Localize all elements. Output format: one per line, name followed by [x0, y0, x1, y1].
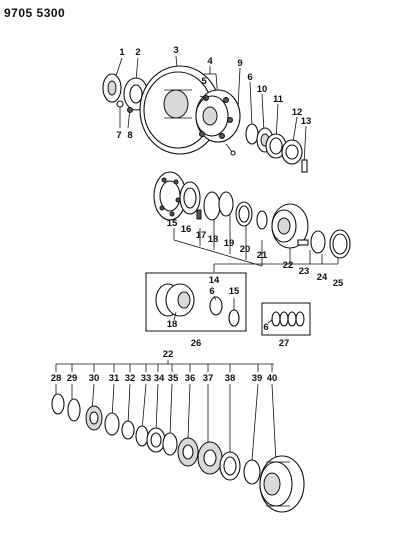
callout-38: 38	[225, 373, 236, 384]
small-washer	[127, 107, 133, 113]
o-ring	[310, 230, 326, 254]
callout-14: 14	[209, 275, 220, 286]
callout-34: 34	[154, 373, 165, 384]
callout-26: 26	[191, 338, 202, 349]
bearing-race	[245, 123, 259, 145]
kit-box-outline	[145, 272, 247, 332]
spacer-ring	[218, 191, 234, 217]
callout-33: 33	[141, 373, 152, 384]
callout-20: 20	[240, 244, 251, 255]
ring-32	[121, 420, 135, 440]
callout-19: 19	[224, 238, 235, 249]
callout-16: 16	[181, 224, 192, 235]
callout-29: 29	[67, 373, 78, 384]
callout-36: 36	[185, 373, 196, 384]
callout-1: 1	[119, 47, 125, 58]
callout-35: 35	[168, 373, 179, 384]
callout-3: 3	[173, 45, 178, 56]
callout-21: 21	[257, 250, 268, 261]
callout-22-kit: 22	[163, 349, 174, 360]
callout-26-18: 18	[167, 319, 178, 330]
callout-26-15: 15	[229, 286, 240, 297]
callout-2: 2	[135, 47, 140, 58]
callout-4: 4	[207, 56, 213, 67]
callout-18: 18	[208, 234, 219, 245]
c-ring	[256, 210, 268, 230]
callout-15: 15	[167, 218, 178, 229]
ring-39	[243, 459, 261, 485]
callout-31: 31	[109, 373, 120, 384]
callout-28: 28	[51, 373, 62, 384]
ring-29	[67, 398, 81, 422]
callout-7: 7	[116, 130, 121, 141]
kit-box-27: 6 27	[261, 302, 311, 349]
callout-37: 37	[203, 373, 214, 384]
callout-22: 22	[283, 260, 294, 271]
ring-31	[104, 412, 120, 436]
callout-17: 17	[196, 230, 207, 241]
callout-27: 27	[279, 338, 290, 349]
callout-25: 25	[333, 278, 344, 289]
callout-6: 6	[247, 72, 252, 83]
callout-5: 5	[201, 76, 207, 87]
callout-9: 9	[237, 58, 242, 69]
small-nut	[116, 100, 124, 108]
kit-box-26: 18 6 15 26	[145, 272, 247, 349]
ring-33	[135, 425, 149, 447]
callout-40: 40	[267, 373, 278, 384]
callout-27-6: 6	[263, 322, 268, 333]
set-screw	[301, 159, 308, 173]
callout-13: 13	[301, 116, 312, 127]
ring-35	[162, 432, 178, 456]
callout-26-6: 6	[209, 286, 214, 297]
callout-24: 24	[317, 272, 328, 283]
callout-32: 32	[125, 373, 136, 384]
retainer-bolt	[196, 209, 202, 220]
snap-ring-28	[51, 393, 65, 415]
callout-39: 39	[252, 373, 263, 384]
callout-23: 23	[299, 266, 310, 277]
callout-12: 12	[292, 107, 303, 118]
top-assembly: 1 2 3 4 5 9 6 10 11 12 13 7 8	[102, 45, 312, 173]
page-code: 9705 5300	[4, 6, 66, 20]
callout-11: 11	[273, 94, 284, 105]
callout-8: 8	[127, 130, 132, 141]
kit-box-outline	[261, 302, 311, 336]
bottom-assembly: 22 28 29 30 31 32 33 34 35 36 37 38 39 4…	[51, 349, 305, 513]
callout-10: 10	[257, 84, 268, 95]
inner-cage	[203, 191, 221, 221]
callout-30: 30	[89, 373, 100, 384]
cover-bolt	[297, 239, 309, 246]
middle-assembly: 15 16 17 18 19 20 21 22 23 24 25 14	[153, 171, 351, 289]
